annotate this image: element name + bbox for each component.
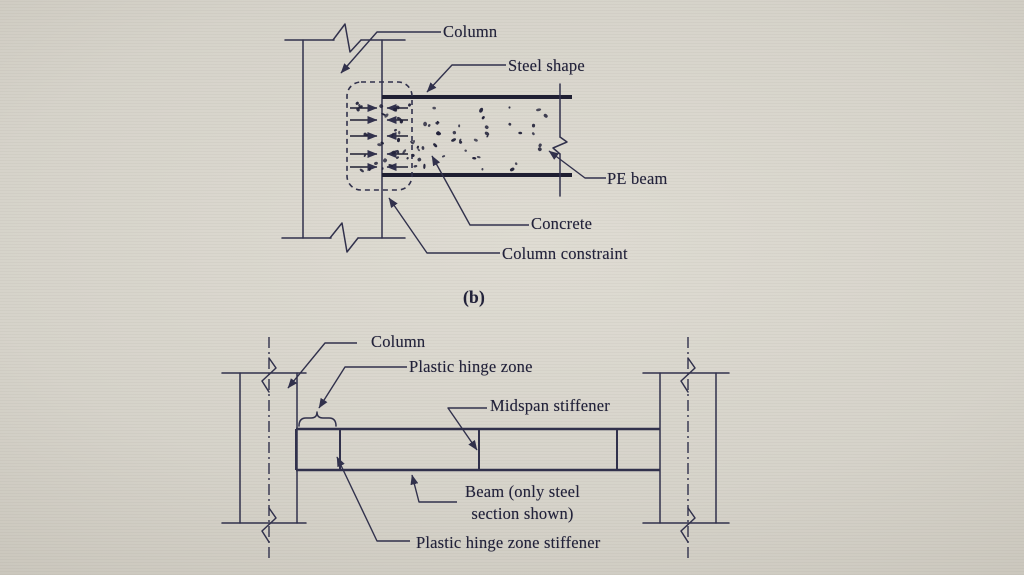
leader-column — [287, 342, 357, 389]
label-plastic-hinge-zone: Plastic hinge zone — [409, 357, 533, 376]
bottom-figure-left-column — [221, 337, 307, 559]
label-beam: Beam (only steel section shown) — [450, 481, 595, 525]
label-midspan-stiffener: Midspan stiffener — [490, 396, 610, 415]
break-symbol-icon — [552, 136, 568, 155]
leader-concrete — [431, 155, 529, 226]
bottom-figure-right-column — [642, 337, 730, 559]
leader-midspan-stiffener — [447, 407, 487, 451]
break-symbol-icon — [680, 357, 696, 393]
plastic-hinge-zone-brace — [298, 411, 337, 427]
top-figure-column — [281, 23, 406, 253]
leader-column-constraint — [388, 197, 500, 254]
label-column-constraint: Column constraint — [502, 244, 628, 263]
leader-plastic-hinge-zone — [318, 366, 407, 409]
leader-column — [340, 31, 441, 74]
leader-steel-shape — [426, 64, 506, 93]
label-beam-line1: Beam (only steel — [464, 482, 580, 501]
label-concrete: Concrete — [531, 214, 593, 233]
figure-caption: (b) — [463, 287, 485, 307]
label-plastic-hinge-zone-stiffener: Plastic hinge zone stiffener — [416, 533, 601, 552]
label-pe-beam: PE beam — [607, 169, 668, 188]
label-column-top: Column — [443, 22, 498, 41]
break-symbol-icon — [261, 357, 277, 393]
label-beam-line2: section shown) — [471, 504, 574, 523]
break-symbol-icon — [261, 507, 277, 543]
break-symbol-icon — [329, 222, 359, 253]
leader-beam — [410, 474, 457, 503]
top-figure-leader-lines — [340, 31, 606, 254]
leader-pe-beam — [548, 150, 606, 179]
label-column-bottom: Column — [371, 332, 426, 351]
leader-plastic-hinge-zone-stiffener — [336, 456, 410, 542]
bottom-figure-beam — [295, 427, 660, 472]
bottom-figure-leader-lines — [287, 342, 487, 542]
column-constraint-region — [346, 81, 413, 191]
label-steel-shape: Steel shape — [508, 56, 585, 75]
load-arrows — [350, 104, 408, 171]
break-symbol-icon — [332, 23, 362, 53]
concrete-stipple-texture — [355, 101, 548, 173]
break-symbol-icon — [680, 507, 696, 543]
